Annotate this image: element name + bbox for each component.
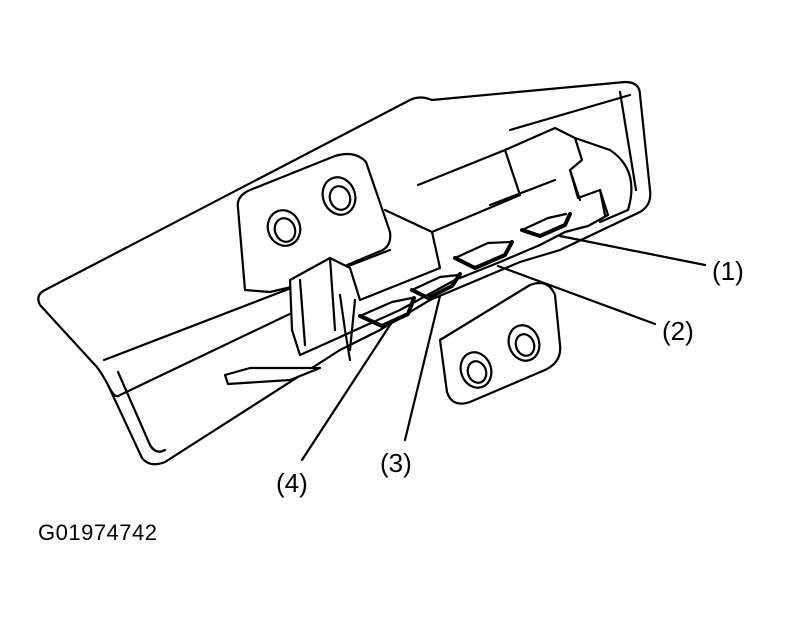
figure-code: G01974742 <box>38 520 158 545</box>
terminal-pin-3 <box>410 272 462 300</box>
leader-lines <box>300 234 707 462</box>
leader-line-2 <box>496 264 657 326</box>
terminal-pin-4 <box>358 296 416 328</box>
terminal-pins <box>358 212 572 328</box>
terminal-pin-2 <box>453 240 514 270</box>
top-mounting-ear <box>236 152 392 294</box>
callout-label-4: (4) <box>276 468 308 498</box>
callout-label-3: (3) <box>380 448 412 478</box>
terminal-pin-1 <box>520 212 572 238</box>
bottom-mounting-ear <box>438 281 562 405</box>
connector-shell <box>223 126 633 386</box>
callout-label-2: (2) <box>662 316 694 346</box>
callout-label-1: (1) <box>712 256 744 286</box>
leader-line-3 <box>403 294 442 442</box>
leader-line-4 <box>300 320 394 462</box>
leader-line-1 <box>558 234 707 267</box>
